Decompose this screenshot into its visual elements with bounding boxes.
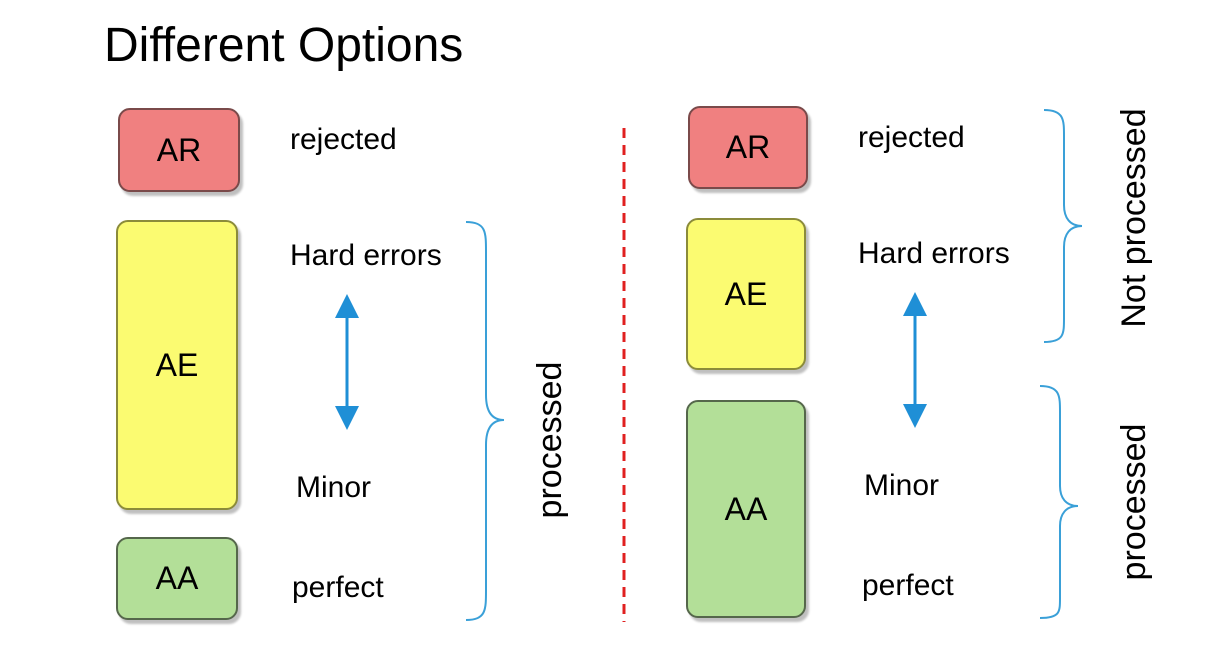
- page-title: Different Options: [104, 19, 464, 72]
- left-label-perfect: perfect: [292, 571, 384, 604]
- right-label-minor: Minor: [864, 469, 940, 502]
- left-label-hard-errors: Hard errors: [290, 239, 442, 272]
- right-processed-brace: [1039, 385, 1079, 619]
- right-label-perfect: perfect: [862, 569, 954, 602]
- left-processed-brace: [465, 221, 505, 621]
- left-label-rejected: rejected: [290, 123, 397, 156]
- right-ae-box: AE: [686, 218, 806, 370]
- right-aa-box: AA: [686, 400, 806, 618]
- left-ae-box: AE: [116, 220, 238, 510]
- right-not-processed-brace: [1043, 109, 1083, 343]
- right-label-rejected: rejected: [858, 121, 965, 154]
- right-label-hard-errors: Hard errors: [858, 237, 1010, 270]
- right-ar-box: AR: [688, 106, 808, 189]
- left-label-minor: Minor: [296, 471, 372, 504]
- left-aa-box: AA: [116, 537, 238, 620]
- left-ar-box: AR: [118, 108, 240, 192]
